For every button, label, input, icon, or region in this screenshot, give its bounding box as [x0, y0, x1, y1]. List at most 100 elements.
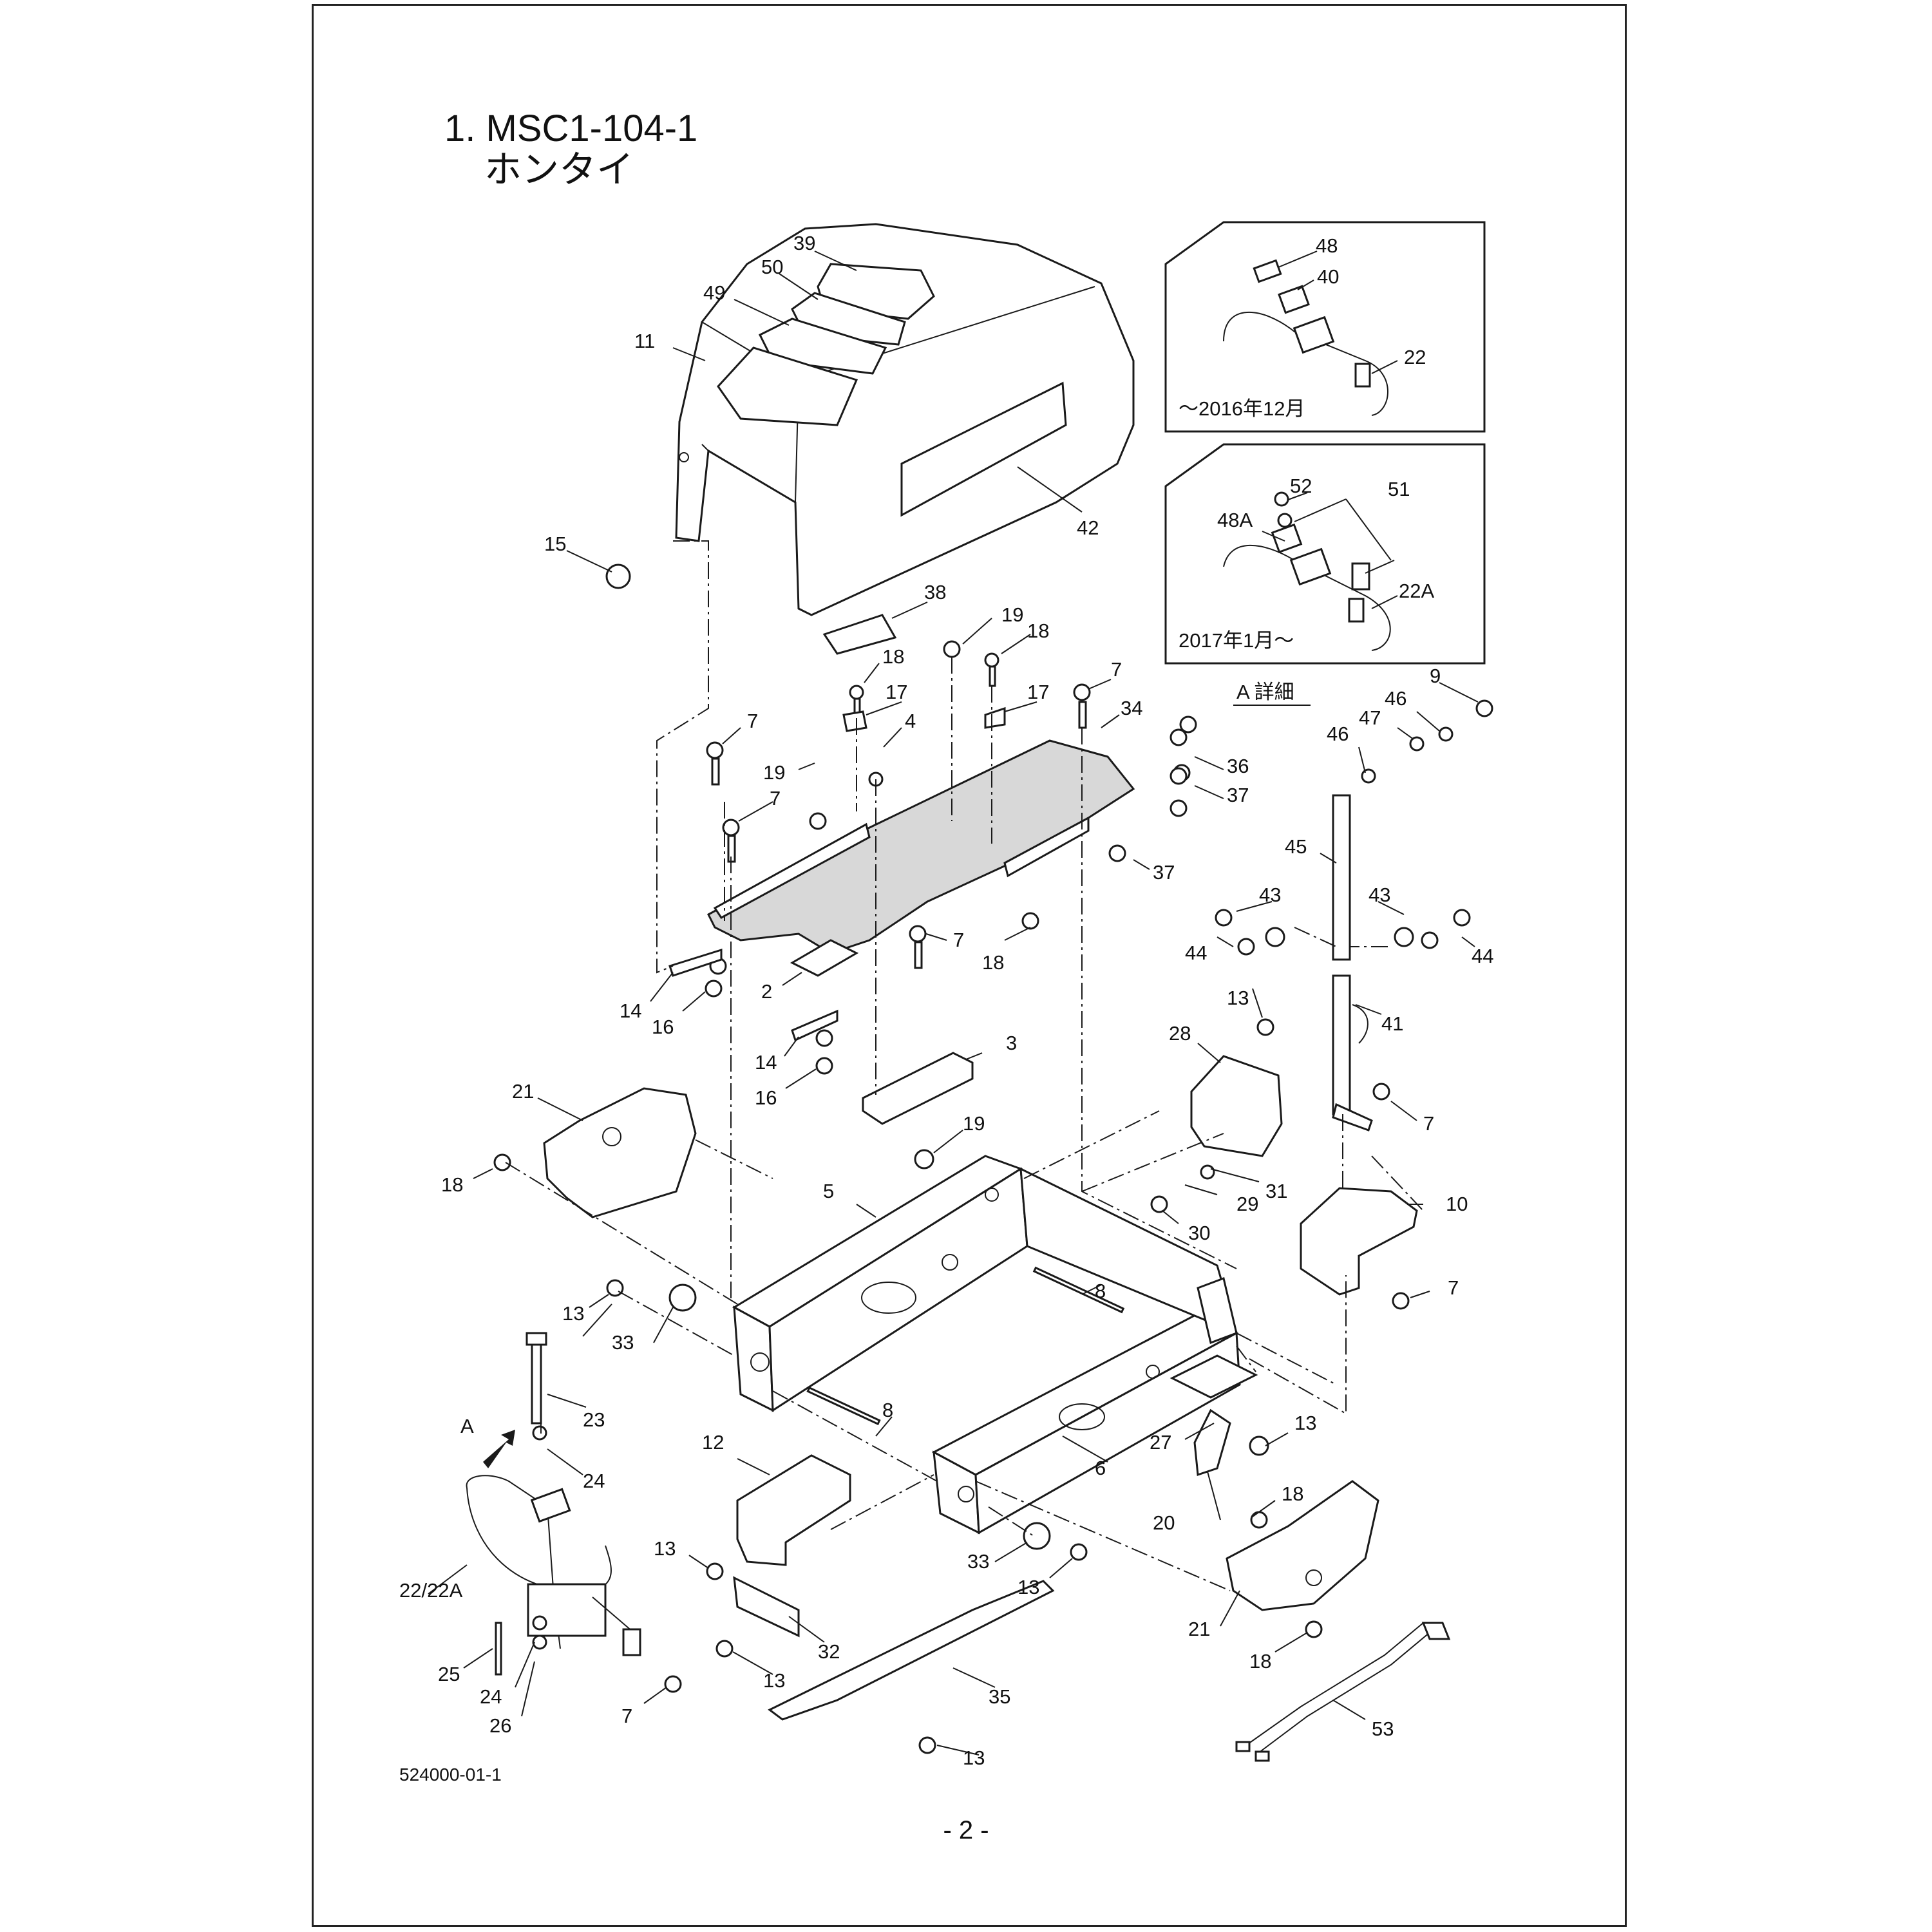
plate-27 — [1170, 1354, 1258, 1399]
callout-11: 11 — [634, 330, 655, 352]
callout-labels: 39 50 49 11 42 15 38 19 18 18 17 17 7 34… — [399, 232, 1493, 1769]
callout-39: 39 — [793, 232, 815, 254]
callout-32: 32 — [818, 1640, 840, 1663]
callout-19c: 19 — [963, 1112, 985, 1135]
side-guard-21a — [543, 1087, 697, 1218]
callout-10: 10 — [1446, 1193, 1468, 1215]
callout-38: 38 — [924, 581, 946, 603]
callout-8a: 8 — [1095, 1280, 1106, 1302]
callout-30: 30 — [1188, 1222, 1210, 1244]
page-frame — [312, 4, 1627, 1927]
alignment-lines — [505, 540, 1424, 1591]
callout-14a: 14 — [620, 999, 641, 1022]
bracket-14b — [791, 1009, 838, 1042]
detail-period-bottom: 2017年1月～ — [1179, 629, 1294, 652]
callout-42: 42 — [1077, 516, 1099, 539]
callout-47: 47 — [1359, 706, 1381, 729]
base-plate-2 — [707, 739, 1135, 977]
cover-part-11 — [675, 223, 1135, 616]
callout-13d: 13 — [654, 1537, 676, 1560]
page-title: 1. MSC1-104-1 ホンタイ — [444, 108, 697, 191]
callout-4: 4 — [905, 710, 916, 732]
callout-7b: 7 — [747, 710, 758, 732]
detail-callout-40: 40 — [1317, 265, 1339, 288]
callout-31: 31 — [1265, 1180, 1287, 1202]
callout-18f: 18 — [1249, 1650, 1271, 1672]
callout-23: 23 — [583, 1408, 605, 1431]
callout-13e: 13 — [1018, 1576, 1039, 1598]
knob-15 — [605, 564, 631, 589]
pin-25 — [495, 1622, 502, 1676]
rod-8a — [1032, 1266, 1125, 1314]
callout-18e: 18 — [1282, 1482, 1303, 1505]
title-model: 1. MSC1-104-1 — [444, 108, 698, 149]
detail-a-box-upper — [1164, 221, 1486, 433]
detail-a-box-lower — [1164, 443, 1486, 665]
callout-25: 25 — [438, 1663, 460, 1685]
callout-20: 20 — [1153, 1511, 1175, 1534]
callout-35: 35 — [989, 1685, 1010, 1708]
callout-3: 3 — [1006, 1032, 1017, 1054]
callout-7d: 7 — [953, 929, 964, 951]
clamp-33b — [1023, 1522, 1051, 1550]
callout-43b: 43 — [1368, 884, 1390, 906]
callout-8b: 8 — [882, 1399, 893, 1421]
callout-44b: 44 — [1472, 945, 1493, 967]
detail-callout-52: 52 — [1290, 475, 1312, 497]
callout-26: 26 — [489, 1714, 511, 1737]
callout-12: 12 — [702, 1431, 724, 1454]
clip-17b — [984, 706, 1006, 729]
fasteners — [493, 564, 1493, 1754]
harness-53 — [1235, 1622, 1451, 1762]
side-guard-21b — [1226, 1480, 1379, 1611]
callout-13b: 13 — [1227, 987, 1249, 1009]
callout-14b: 14 — [755, 1051, 777, 1074]
callout-13a: 13 — [562, 1302, 584, 1325]
detail-callout-51: 51 — [1388, 478, 1410, 500]
callout-24a: 24 — [583, 1470, 605, 1492]
bolt-23 — [531, 1338, 542, 1425]
callout-21a: 21 — [512, 1080, 534, 1103]
detail-a-caption: A 詳細 — [1236, 681, 1294, 703]
frame-assembly — [732, 1155, 1241, 1535]
callout-16b: 16 — [755, 1086, 777, 1109]
callout-37a: 37 — [1227, 784, 1249, 806]
page-number: - 2 - — [943, 1816, 989, 1844]
callout-7g: 7 — [621, 1705, 632, 1727]
callout-50: 50 — [761, 256, 783, 278]
callout-34: 34 — [1121, 697, 1142, 719]
cover-20 — [1193, 1408, 1231, 1477]
washer-19c — [914, 1149, 934, 1170]
callout-21b: 21 — [1188, 1618, 1210, 1640]
callout-19a: 19 — [1001, 603, 1023, 626]
document-code: 524000-01-1 — [399, 1765, 502, 1785]
clamp-33a — [668, 1283, 697, 1312]
callout-5: 5 — [823, 1180, 834, 1202]
callout-18c: 18 — [982, 951, 1004, 974]
callout-24b: 24 — [480, 1685, 502, 1708]
callout-17b: 17 — [1027, 681, 1049, 703]
bracket-12 — [736, 1454, 851, 1566]
callout-45: 45 — [1285, 835, 1307, 858]
callout-13c: 13 — [1294, 1412, 1316, 1434]
callout-33a: 33 — [612, 1331, 634, 1354]
callout-46b: 46 — [1327, 723, 1349, 745]
callout-A: A — [460, 1415, 474, 1437]
callout-9: 9 — [1430, 665, 1441, 687]
callout-7c: 7 — [770, 787, 781, 810]
bracket-10 — [1300, 1187, 1418, 1296]
detail-callout-48: 48 — [1316, 234, 1338, 257]
callout-44a: 44 — [1185, 942, 1207, 964]
leader-lines — [428, 251, 1479, 1756]
bracket-38 — [822, 614, 897, 655]
callout-16a: 16 — [652, 1016, 674, 1038]
detail-period-top: ～2016年12月 — [1179, 397, 1305, 420]
callout-22-22A: 22/22A — [399, 1579, 463, 1602]
callout-43a: 43 — [1259, 884, 1281, 906]
callout-7e: 7 — [1448, 1276, 1459, 1299]
callout-7a: 7 — [1111, 658, 1122, 681]
view-arrow-a — [483, 1430, 515, 1468]
mast-45 — [1332, 794, 1373, 1132]
